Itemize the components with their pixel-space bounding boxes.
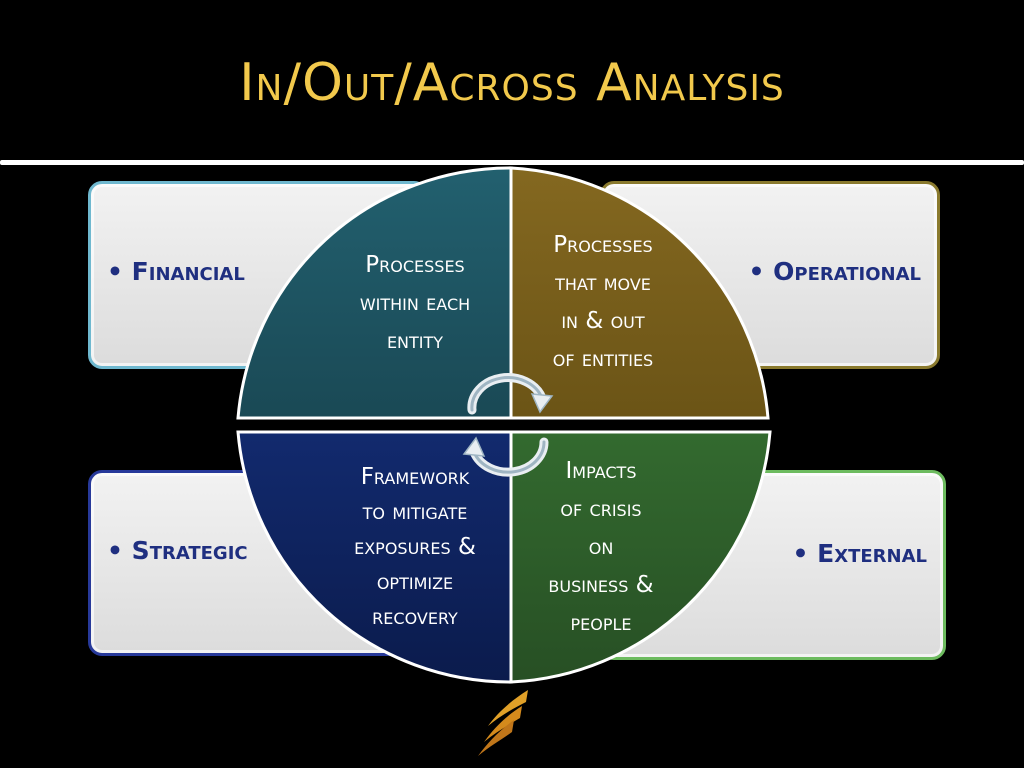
text-line: of crisis [560, 496, 642, 522]
text-line: to mitigate [362, 499, 468, 525]
cycle-arrows-icon [462, 373, 554, 477]
text-line: people [570, 610, 632, 636]
decorative-flourish-icon [478, 690, 528, 756]
text-line: Processes [365, 252, 465, 278]
text-line: optimize [376, 569, 454, 595]
strategic-label: • Strategic [107, 536, 248, 565]
external-label: • External [792, 539, 927, 568]
quadrant-top-right [509, 166, 770, 420]
title-divider [0, 160, 1024, 165]
text-line: of entities [552, 346, 654, 372]
text-line: Impacts [565, 458, 637, 484]
quadrant-top-left [236, 166, 513, 420]
text-line: that move [555, 270, 651, 296]
quadrant-bottom-left-text: Framework to mitigate exposures & optimi… [330, 460, 500, 635]
quadrant-bottom-right-text: Impacts of crisis on business & people [516, 452, 686, 642]
text-line: recovery [372, 604, 458, 630]
operational-label: • Operational [748, 257, 921, 286]
quadrant-top-right-text: Processes that move in & out of entities [518, 226, 688, 378]
text-line: entity [386, 328, 444, 354]
text-line: on [588, 534, 614, 560]
text-line: Processes [553, 232, 653, 258]
text-line: exposures & [354, 534, 476, 560]
quadrant-bottom-right [509, 430, 772, 684]
page-title: In/Out/Across Analysis [239, 53, 785, 113]
quadrant-bottom-left [236, 430, 513, 684]
text-line: within each [359, 290, 471, 316]
financial-label: • Financial [107, 257, 245, 286]
text-line: Framework [360, 464, 470, 490]
quadrant-top-left-text: Processes within each entity [330, 246, 500, 360]
text-line: business & [548, 572, 654, 598]
text-line: in & out [561, 308, 645, 334]
